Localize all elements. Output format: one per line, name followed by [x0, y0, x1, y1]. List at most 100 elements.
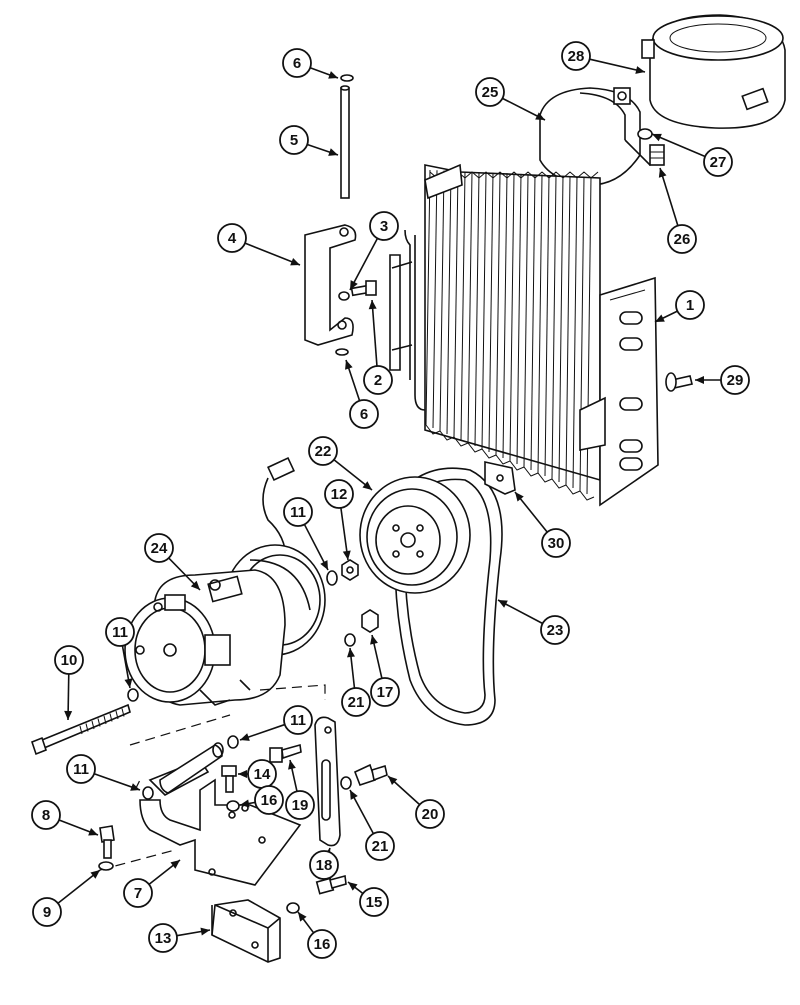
callout-26: 26: [667, 224, 697, 254]
callout-5: 5: [279, 125, 309, 155]
pulley-22: [359, 476, 471, 594]
condenser-fin: [502, 173, 508, 459]
callout-2: 2: [363, 365, 393, 395]
leader-arrowhead: [515, 492, 524, 502]
leader-arrowhead: [498, 600, 508, 608]
leader-arrowhead: [190, 580, 200, 590]
callout-number: 21: [348, 694, 365, 711]
callout-30: 30: [541, 528, 571, 558]
callout-circle: [31, 800, 61, 830]
nut-6-top: [340, 74, 354, 82]
leader-arrowhead: [240, 799, 250, 808]
leader-arrowhead: [290, 257, 300, 266]
condenser-fin: [523, 174, 529, 468]
clip-30: [484, 461, 516, 495]
callout-4: 4: [217, 223, 247, 253]
callout-number: 26: [674, 231, 691, 248]
bolt-thread: [115, 710, 119, 720]
condenser-fin: [432, 170, 438, 429]
callout-circle: [123, 878, 153, 908]
nut-6-bottom: [335, 348, 349, 356]
callout-number: 8: [42, 807, 50, 824]
condenser-fin: [460, 171, 466, 441]
callout-circle: [54, 645, 84, 675]
washer-3: [338, 291, 350, 301]
belt-23: [389, 467, 503, 726]
leader-arrowhead: [64, 710, 73, 720]
condenser-fin: [439, 170, 445, 432]
condenser-fin: [572, 176, 578, 489]
bolt-thread: [85, 723, 89, 732]
callout-number: 11: [73, 761, 89, 778]
callout-number: 13: [155, 930, 172, 947]
leader-arrowhead: [362, 481, 372, 490]
bolt-10: [31, 703, 131, 756]
adjusting-link-18: [314, 716, 341, 847]
callout-11: 11: [105, 617, 135, 647]
bolt-thread: [97, 718, 101, 727]
callout-number: 25: [482, 84, 499, 101]
callout-circle: [217, 223, 247, 253]
washer-9: [98, 861, 114, 871]
washer-11-mid: [227, 735, 239, 749]
callout-number: 9: [43, 904, 51, 921]
callout-number: 3: [380, 218, 388, 235]
callout-number: 17: [377, 684, 394, 701]
callout-circle: [279, 125, 309, 155]
leader-line: [589, 58, 646, 73]
leader-arrowhead: [170, 860, 180, 869]
callout-circle: [254, 785, 284, 815]
callout-circle: [66, 754, 96, 784]
callout-number: 12: [331, 486, 348, 503]
condenser-fin: [474, 172, 480, 447]
leader-arrowhead: [635, 66, 645, 74]
bolt-thread: [103, 715, 107, 725]
callout-number: 24: [151, 540, 168, 557]
washer-21-lower: [340, 776, 352, 790]
callout-22: 22: [308, 436, 338, 466]
leader-line: [349, 237, 379, 291]
condenser-fin: [565, 175, 571, 486]
callout-number: 20: [422, 806, 439, 823]
callout-29: 29: [720, 365, 750, 395]
mounting-block-13: [211, 899, 281, 963]
callout-21: 21: [365, 831, 395, 861]
leader-arrowhead: [288, 760, 296, 770]
leader-arrowhead: [658, 168, 667, 178]
condenser-fin: [558, 175, 564, 483]
washer-11-left: [127, 688, 139, 702]
callout-circle: [363, 365, 393, 395]
bolt-20: [353, 763, 388, 787]
alignment-line: [259, 684, 326, 700]
leader-arrowhead: [655, 314, 665, 322]
callout-number: 11: [290, 712, 306, 729]
callout-11: 11: [66, 754, 96, 784]
leader-arrowhead: [130, 783, 140, 791]
receiver-drier: [641, 14, 786, 129]
callout-number: 28: [568, 48, 585, 65]
callout-circle: [561, 41, 591, 71]
callout-number: 7: [134, 885, 142, 902]
callout-circle: [703, 147, 733, 177]
condenser-fin: [551, 175, 557, 480]
callout-number: 6: [360, 406, 368, 423]
callout-circle: [359, 887, 389, 917]
callout-number: 27: [710, 154, 727, 171]
washer-11-upper: [326, 570, 338, 586]
leader-arrowhead: [345, 360, 353, 370]
callout-number: 11: [112, 624, 128, 641]
bolt-8: [99, 825, 115, 859]
callout-number: 5: [290, 132, 298, 149]
condenser: [389, 163, 659, 507]
callout-circle: [667, 224, 697, 254]
callout-27: 27: [703, 147, 733, 177]
callout-circle: [370, 677, 400, 707]
leader-line: [651, 133, 706, 158]
condenser-fin: [425, 169, 431, 426]
callout-7: 7: [123, 878, 153, 908]
condenser-fin: [516, 173, 522, 465]
mounting-rod-5: [340, 85, 350, 199]
bolt-thread: [121, 708, 125, 717]
alignment-line: [99, 849, 176, 871]
washer-27: [637, 128, 653, 140]
